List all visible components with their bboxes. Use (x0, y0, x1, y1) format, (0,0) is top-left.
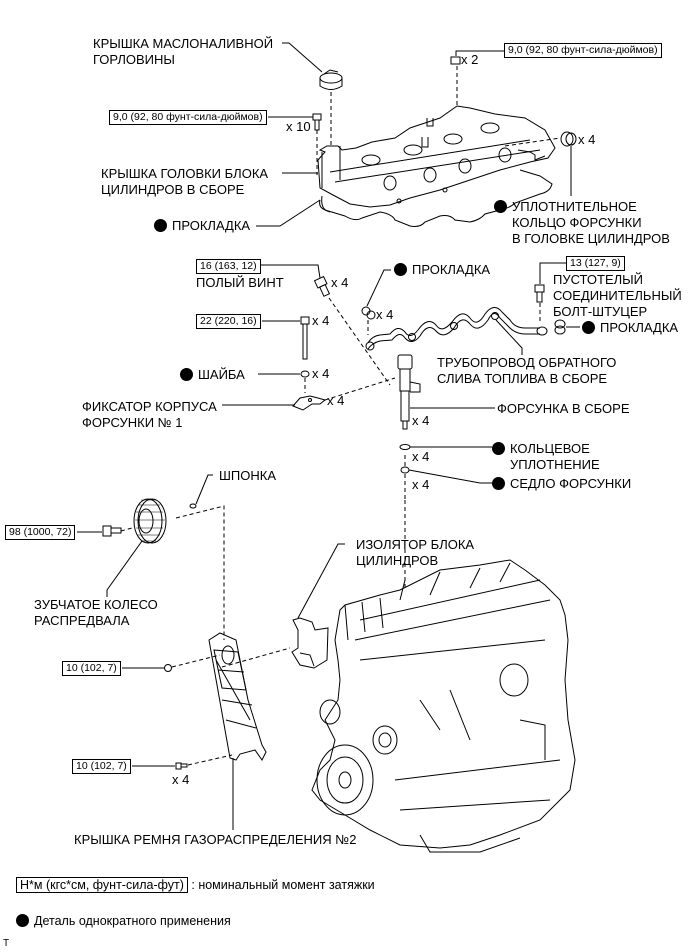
label-block-insulator: ИЗОЛЯТОР БЛОКА ЦИЛИНДРОВ (356, 537, 475, 568)
head-cover-nut-part (450, 56, 461, 65)
block-insulator-part (291, 617, 329, 669)
label-key: ШПОНКА (219, 468, 277, 483)
qty-belt-cover-bolts: x 4 (172, 772, 190, 787)
qty-hollow-screw: x 4 (331, 275, 349, 290)
leader-seat (408, 469, 492, 484)
label-injector-asm: ФОРСУНКА В СБОРЕ (497, 401, 630, 416)
torque-head-cover-bolt: 9,0 (92, 80 фунт-сила-дюймов) (109, 110, 267, 125)
head-cover-bolt-part (312, 113, 322, 131)
timing-belt-cover-part (208, 632, 267, 761)
torque-union-bolt: 13 (127, 9) (566, 256, 625, 271)
label-union-gasket: ПРОКЛАДКА (582, 320, 678, 336)
torque-belt-cover-bolt-1: 10 (102, 7) (62, 661, 121, 676)
non-reusable-icon (582, 321, 595, 334)
leader-hollow-screw (260, 264, 321, 279)
leader-oil-filler-cap (282, 42, 323, 73)
leader-union-bolt (539, 262, 567, 284)
leader-pipe-gasket (366, 269, 391, 307)
label-injector-seat: СЕДЛО ФОРСУНКИ (492, 476, 631, 492)
label-injector-seal-ring: УПЛОТНИТЕЛЬНОЕ КОЛЬЦО ФОРСУНКИ В ГОЛОВКЕ… (494, 199, 670, 247)
qty-washer: x 4 (312, 366, 330, 381)
legend-torque-unit: Н*м (кгс*см, фунт-сила-фут) (16, 877, 188, 893)
torque-hollow-screw: 16 (163, 12) (196, 259, 261, 274)
qty-head-cover-bolt: x 10 (286, 119, 311, 134)
holder-clamp-part (292, 395, 327, 411)
non-reusable-icon (394, 263, 407, 276)
belt-cover-bolt-2-part (175, 762, 188, 770)
qty-pipe-gasket: x 4 (376, 307, 394, 322)
pipe-gasket-part (361, 306, 376, 320)
return-pipe-part (365, 307, 548, 351)
non-reusable-icon (154, 219, 167, 232)
qty-holder-clamp: x 4 (327, 393, 345, 408)
label-gasket-cover: ПРОКЛАДКА (154, 218, 250, 234)
qty-head-cover-nut: x 2 (461, 52, 479, 67)
injector-seal-ring-part (560, 131, 577, 147)
injector-part (397, 354, 421, 430)
footer-mark: T (3, 938, 10, 949)
legend-non-reusable: Деталь однократного применения (16, 914, 231, 929)
label-head-cover-asm: КРЫШКА ГОЛОВКИ БЛОКА ЦИЛИНДРОВ В СБОРЕ (101, 166, 269, 197)
non-reusable-icon (492, 477, 505, 490)
legend-torque-desc: : номинальный момент затяжки (191, 878, 375, 892)
torque-belt-cover-bolt-2: 10 (102, 7) (72, 759, 131, 774)
head-cover-gasket-part (319, 169, 553, 227)
label-oil-filler-cap: КРЫШКА МАСЛОНАЛИВНОЙ ГОРЛОВИНЫ (93, 36, 274, 67)
label-hollow-screw: ПОЛЫЙ ВИНТ (196, 275, 284, 290)
non-reusable-icon (492, 442, 505, 455)
leader-key (195, 474, 213, 505)
label-o-ring: КОЛЬЦЕВОЕ УПЛОТНЕНИЕ (492, 441, 600, 473)
non-reusable-icon (494, 200, 507, 213)
leader-gasket (256, 199, 321, 227)
qty-seat: x 4 (412, 477, 430, 492)
qty-injector: x 4 (412, 413, 430, 428)
label-union-bolt: ПУСТОТЕЛЫЙ СОЕДИНИТЕЛЬНЫЙ БОЛТ-ШТУЦЕР (553, 272, 682, 319)
label-return-pipe: ТРУБОПРОВОД ОБРАТНОГО СЛИВА ТОПЛИВА В СБ… (437, 355, 617, 386)
qty-holder-bolt: x 4 (312, 313, 330, 328)
washer-part (300, 370, 310, 378)
qty-seal-ring: x 4 (578, 132, 596, 147)
label-camshaft-gear: ЗУБЧАТОЕ КОЛЕСО РАСПРЕДВАЛА (34, 597, 158, 628)
label-holder-clamp: ФИКСАТОР КОРПУСА ФОРСУНКИ № 1 (82, 399, 217, 430)
label-washer: ШАЙБА (180, 367, 245, 383)
union-gasket-part (554, 319, 566, 335)
leader-head-cover-nut (455, 50, 505, 56)
engine-block-part (311, 559, 576, 853)
oil-filler-cap-part (319, 69, 343, 90)
key-part (189, 503, 197, 509)
leader-return-pipe (495, 319, 523, 355)
injector-seat-part (400, 466, 410, 474)
hollow-screw-part (313, 275, 331, 297)
o-ring-part (399, 444, 411, 450)
torque-camshaft-gear-bolt: 98 (1000, 72) (5, 525, 76, 540)
label-timing-belt-cover: КРЫШКА РЕМНЯ ГАЗОРАСПРЕДЕЛЕНИЯ №2 (74, 832, 357, 847)
leader-block-insulator (297, 543, 345, 619)
non-reusable-icon (180, 368, 193, 381)
cylinder-head-cover-part (317, 105, 556, 208)
torque-head-cover-nut: 9,0 (92, 80 фунт-сила-дюймов) (504, 43, 662, 58)
camshaft-gear-bolt-part (102, 525, 122, 537)
union-bolt-part (534, 284, 545, 303)
leader-camshaft-gear (106, 540, 143, 597)
torque-holder-bolt: 22 (220, 16) (196, 314, 261, 329)
legend-torque: Н*м (кгс*см, фунт-сила-фут) : номинальны… (16, 877, 375, 893)
non-reusable-icon (16, 914, 29, 927)
qty-o-ring: x 4 (412, 449, 430, 464)
belt-cover-bolt-1-part (164, 664, 172, 672)
label-pipe-gasket: ПРОКЛАДКА (394, 262, 490, 278)
camshaft-gear-part (133, 498, 167, 544)
holder-bolt-part (300, 316, 310, 360)
